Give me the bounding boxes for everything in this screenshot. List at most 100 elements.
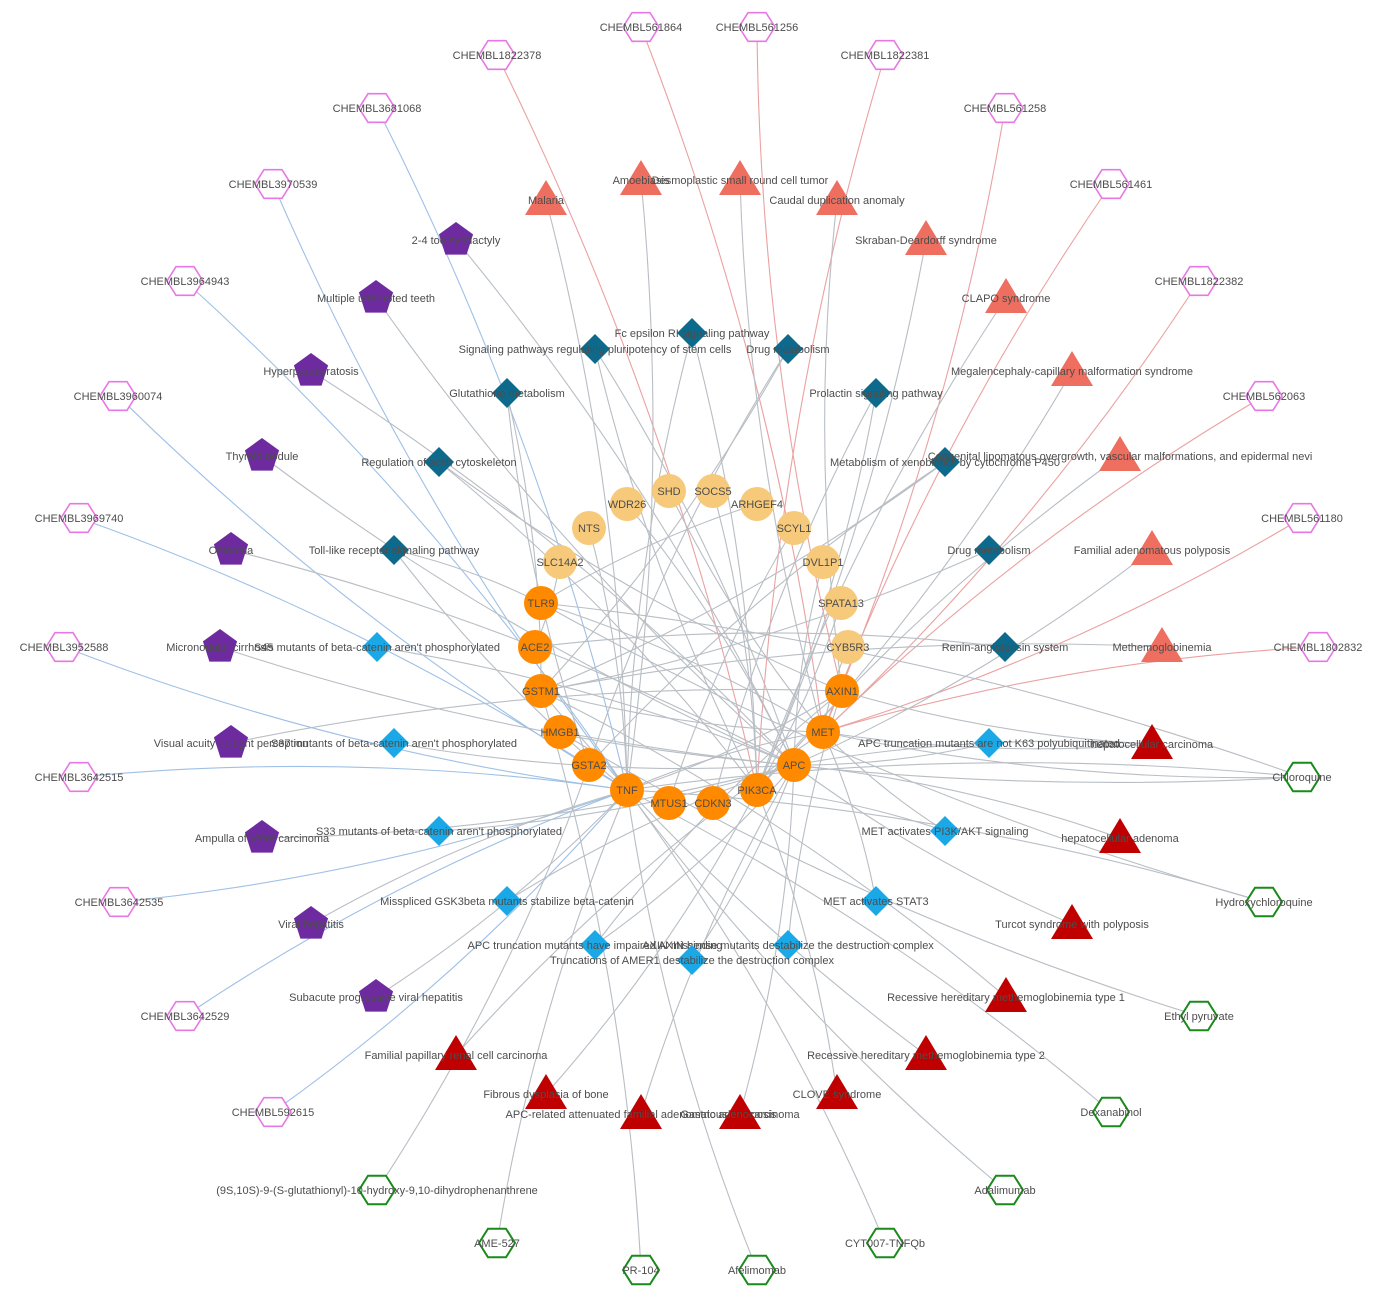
node-r7[interactable]: Familial papillary renal cell carcinoma [365, 1035, 549, 1070]
node-o1[interactable]: TLR9 [524, 586, 558, 620]
node-q1[interactable]: S45 mutants of beta-catenin aren't phosp… [254, 632, 500, 662]
node-p1[interactable]: Fc epsilon RI signaling pathway [615, 318, 770, 348]
node-o5[interactable]: HMGB1 [540, 715, 580, 749]
node-d13[interactable]: CHEMBL3969740 [35, 502, 124, 534]
node-p4[interactable]: Glutathione metabolism [449, 378, 565, 408]
node-p10[interactable]: Renin-angiotensin system [942, 632, 1069, 662]
node-v9[interactable]: Viral hepatitis [278, 906, 344, 939]
node-q4[interactable]: S33 mutants of beta-catenin aren't phosp… [316, 816, 562, 846]
node-s5[interactable]: NTS [572, 511, 606, 545]
node-v8[interactable]: Ampulla of Vater carcinoma [195, 820, 330, 853]
node-g5[interactable]: Adalimumab [974, 1174, 1036, 1206]
node-v3[interactable]: Hyperparakeratosis [263, 353, 359, 386]
node-p7[interactable]: Metabolism of xenobiotics by cytochrome … [830, 447, 1060, 477]
node-p3[interactable]: Drug metabolism [746, 334, 830, 364]
node-q5[interactable]: MET activates PI3K/AKT signaling [861, 816, 1029, 846]
node-r4[interactable]: Recessive hereditary methemoglobinemia t… [887, 977, 1125, 1012]
node-r5[interactable]: Recessive hereditary methemoglobinemia t… [807, 1035, 1045, 1070]
node-p8[interactable]: Toll-like receptor signaling pathway [309, 535, 480, 565]
node-s4[interactable]: ARHGEF4 [731, 487, 783, 521]
node-o10[interactable]: PIK3CA [737, 773, 777, 807]
node-o6[interactable]: MET [806, 715, 840, 749]
node-d9[interactable]: CHEMBL3964943 [141, 265, 230, 297]
node-s7[interactable]: SLC14A2 [536, 545, 584, 579]
node-o8[interactable]: APC [777, 748, 811, 782]
node-g6[interactable]: CYT007-TNFQb [845, 1227, 925, 1259]
node-d18[interactable]: CHEMBL3642535 [75, 886, 164, 918]
node-v4[interactable]: Thyroid nodule [226, 438, 299, 471]
node-o4[interactable]: AXIN1 [825, 674, 859, 708]
node-r2[interactable]: hepatocellular adenoma [1061, 818, 1180, 853]
node-t5[interactable]: Skraban-Deardorff syndrome [855, 220, 997, 255]
node-s2[interactable]: SHD [652, 474, 686, 508]
node-o2[interactable]: ACE2 [518, 630, 552, 664]
node-s8[interactable]: DVL1P1 [803, 545, 844, 579]
node-t9[interactable]: Familial adenomatous polyposis [1074, 530, 1231, 565]
node-v6[interactable]: Micronodular cirrhosis [166, 629, 274, 662]
node-d10[interactable]: CHEMBL1822382 [1155, 265, 1244, 297]
node-t2[interactable]: Desmoplastic small round cell tumor [652, 160, 829, 195]
node-r1[interactable]: hepatocellular carcinoma [1091, 724, 1214, 759]
node-v7[interactable]: Visual acuity no light perception [154, 725, 309, 758]
node-g1[interactable]: Chloroquine [1272, 761, 1332, 793]
node-d12[interactable]: CHEMBL562063 [1223, 380, 1306, 412]
node-s9[interactable]: SPATA13 [818, 586, 864, 620]
node-t6[interactable]: CLAPO syndrome [962, 278, 1051, 313]
node-q3[interactable]: APC truncation mutants are not K63 polyu… [858, 728, 1120, 758]
node-d7[interactable]: CHEMBL3970539 [229, 168, 318, 200]
node-s3[interactable]: SOCS5 [694, 474, 732, 508]
node-d6[interactable]: CHEMBL561258 [964, 92, 1047, 124]
node-t10[interactable]: Methemoglobinemia [1112, 627, 1212, 662]
node-g3[interactable]: Ethyl pyruvate [1164, 1000, 1234, 1032]
node-v2[interactable]: Multiple unerupted teeth [317, 280, 435, 313]
node-g2[interactable]: Hydroxychloroquine [1215, 886, 1313, 918]
node-r6[interactable]: CLOVE syndrome [793, 1074, 882, 1109]
node-r3[interactable]: Turcot syndrome with polyposis [995, 904, 1149, 939]
node-r8[interactable]: Fibrous dysplasia of bone [483, 1074, 609, 1109]
node-t3[interactable]: Malaria [525, 180, 567, 215]
node-g10[interactable]: (9S,10S)-9-(S-glutathionyl)-10-hydroxy-9… [216, 1174, 538, 1206]
node-q9[interactable]: AXIN missense mutants destabilize the de… [642, 930, 934, 960]
node-d3[interactable]: CHEMBL1822378 [453, 39, 542, 71]
node-d4[interactable]: CHEMBL1822381 [841, 39, 930, 71]
node-d5[interactable]: CHEMBL3681068 [333, 92, 422, 124]
node-d2[interactable]: CHEMBL561256 [716, 11, 799, 43]
node-d17[interactable]: CHEMBL3642515 [35, 761, 124, 793]
node-g7[interactable]: Afelimomab [728, 1254, 786, 1286]
node-q8[interactable]: APC truncation mutants have impaired AXI… [468, 930, 723, 960]
node-r9[interactable]: APC-related attenuated familial adenomat… [506, 1094, 777, 1129]
node-t8[interactable]: Congenital lipomatous overgrowth, vascul… [928, 436, 1313, 471]
node-r10[interactable]: Gastric adenocarcinoma [680, 1094, 800, 1129]
node-d1[interactable]: CHEMBL561864 [600, 11, 683, 43]
node-p6[interactable]: Regulation of actin cytoskeleton [361, 447, 517, 477]
node-o9[interactable]: TNF [610, 773, 644, 807]
node-o12[interactable]: CDKN3 [694, 786, 732, 820]
node-d20[interactable]: CHEMBL592615 [232, 1096, 315, 1128]
node-t7[interactable]: Megalencephaly-capillary malformation sy… [951, 351, 1193, 386]
node-q2[interactable]: S37 mutants of beta-catenin aren't phosp… [271, 728, 517, 758]
node-g9[interactable]: AME-527 [474, 1227, 520, 1259]
node-p5[interactable]: Prolactin signaling pathway [809, 378, 943, 408]
node-d11[interactable]: CHEMBL3960074 [74, 380, 163, 412]
node-g8[interactable]: PR-104 [621, 1254, 661, 1286]
node-t1[interactable]: Amoebiasis [613, 160, 670, 195]
node-q10[interactable]: Truncations of AMER1 destabilize the des… [550, 945, 834, 975]
node-v10[interactable]: Subacute progressive viral hepatitis [289, 979, 463, 1012]
node-o3[interactable]: GSTM1 [522, 674, 560, 708]
node-g4[interactable]: Dexanabinol [1080, 1096, 1142, 1128]
node-d8[interactable]: CHEMBL561461 [1070, 168, 1153, 200]
node-d16[interactable]: CHEMBL1802832 [1274, 631, 1363, 663]
node-s10[interactable]: CYB5R3 [827, 630, 870, 664]
node-q6[interactable]: Misspliced GSK3beta mutants stabilize be… [380, 886, 634, 916]
node-d14[interactable]: CHEMBL561180 [1261, 502, 1343, 534]
node-s6[interactable]: SCYL1 [777, 511, 812, 545]
node-o7[interactable]: GSTA2 [571, 748, 607, 782]
node-o11[interactable]: MTUS1 [650, 786, 688, 820]
node-t4[interactable]: Caudal duplication anomaly [769, 180, 905, 215]
node-s1[interactable]: WDR26 [608, 487, 647, 521]
node-q7[interactable]: MET activates STAT3 [823, 886, 929, 916]
node-v1[interactable]: 2-4 toe syndactyly [412, 222, 501, 255]
node-d19[interactable]: CHEMBL3642529 [141, 1000, 230, 1032]
node-v5[interactable]: Osteoma [209, 532, 255, 565]
